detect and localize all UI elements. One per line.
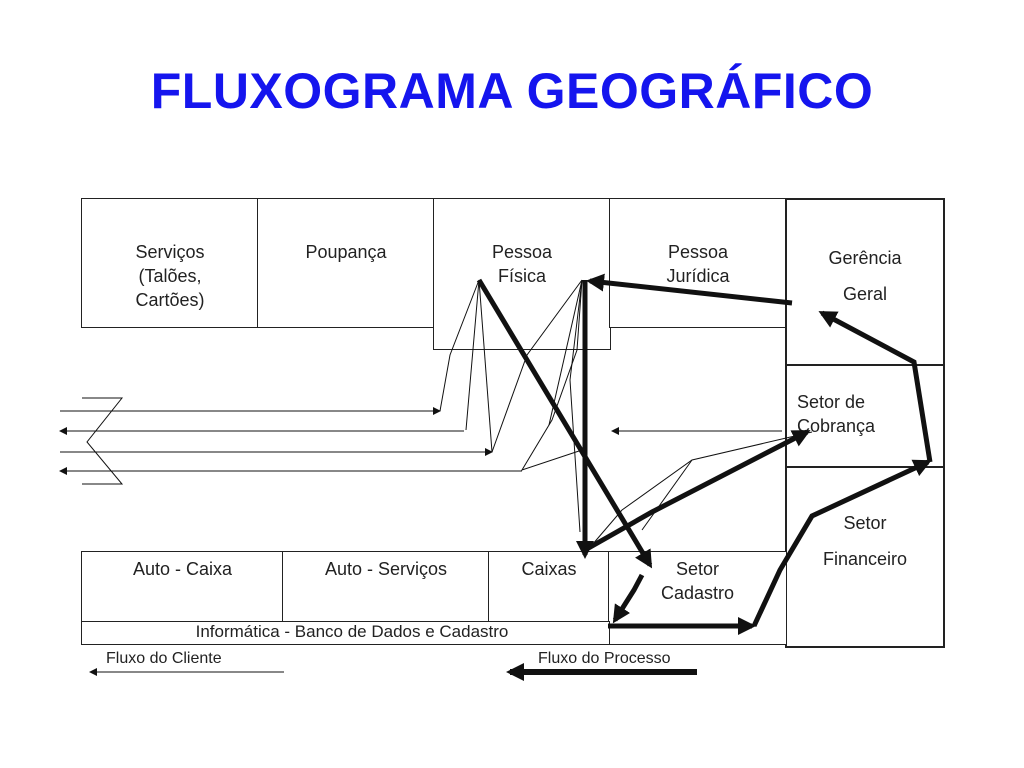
label-pessoa-juridica: Pessoa Jurídica (609, 240, 787, 288)
label-servicos: Serviços (Talões, Cartões) (81, 240, 259, 312)
label-line: Setor (843, 513, 887, 533)
label-caixas: Caixas (521, 559, 577, 579)
label-line: Pessoa (491, 242, 553, 262)
label-line: Geral (842, 284, 887, 304)
label-pessoa-fisica: Pessoa Física (433, 240, 611, 288)
room-servicos (81, 198, 259, 328)
process-flow-lines (476, 273, 933, 635)
label-line: Gerência (828, 248, 902, 268)
label-line: Física (497, 266, 546, 286)
label-line: Financeiro (822, 549, 908, 569)
room-caixas (488, 551, 610, 623)
label-line: Jurídica (666, 266, 730, 286)
label-informatica: Informática - Banco de Dados e Cadastro (195, 622, 509, 641)
page-title: FLUXOGRAMA GEOGRÁFICO (150, 63, 874, 119)
room-pessoa-juridica (609, 198, 787, 328)
room-informatica (81, 621, 610, 645)
entry-zigzag (82, 397, 124, 485)
room-auto-servicos (282, 551, 490, 623)
label-line: Cobrança (797, 416, 876, 436)
label-line: (Talões, (138, 266, 202, 286)
label-auto-servicos: Auto - Serviços (324, 559, 448, 579)
label-line: Serviços (135, 242, 205, 262)
label-auto-caixa: Auto - Caixa (132, 559, 233, 579)
label-line: Cartões) (135, 290, 205, 310)
legend-client-label: Fluxo do Cliente (106, 650, 222, 667)
client-flow-lines (59, 279, 813, 546)
label-poupanca: Poupança (305, 242, 387, 262)
room-auto-caixa (81, 551, 284, 623)
label-line: Setor (675, 559, 720, 579)
room-poupanca (257, 198, 435, 328)
label-cadastro: Setor Cadastro (608, 557, 787, 605)
floor-plan-diagram: Serviços (Talões, Cartões) Poupança Pess… (52, 180, 972, 687)
label-gerencia: Gerência Geral (785, 240, 945, 312)
label-line: Setor de (797, 392, 866, 412)
legend-process-label: Fluxo do Processo (538, 650, 671, 667)
flow-arrows (59, 273, 933, 681)
label-financeiro: Setor Financeiro (785, 505, 945, 577)
label-line: Cadastro (660, 583, 735, 603)
label-cobranca: Setor de Cobrança (797, 390, 957, 438)
label-line: Pessoa (667, 242, 729, 262)
